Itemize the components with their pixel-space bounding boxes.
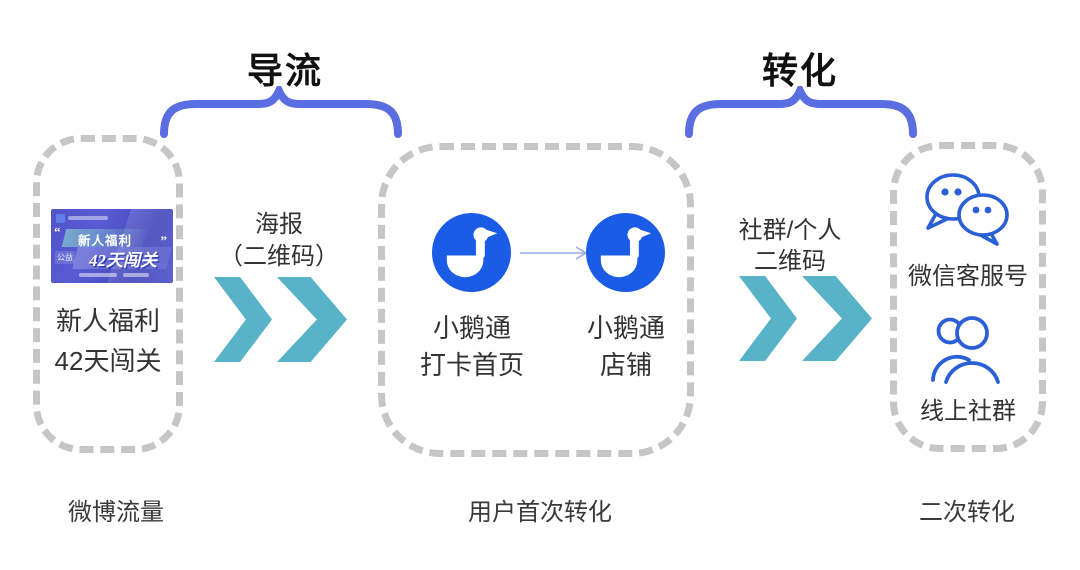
weibo-box-label: 新人福利 42天闯关	[36, 301, 180, 381]
wechat-icon	[925, 173, 1009, 246]
xiaoetong-store-label: 小鹅通 店铺	[551, 310, 701, 384]
banner-decor-bar	[68, 216, 108, 220]
weibo-label-line2: 42天闯关	[54, 346, 162, 376]
online-community-label: 线上社群	[920, 398, 1016, 425]
label-line: 店铺	[599, 350, 652, 380]
chevron-icon	[739, 276, 797, 361]
banner-tag: 公益	[55, 251, 75, 264]
forward-chevrons-icon	[214, 277, 347, 362]
caption-weibo-traffic: 微博流量	[68, 499, 164, 526]
xiaoetong-checkin-label: 小鹅通 打卡首页	[397, 310, 547, 384]
banner-quote-open: “	[54, 224, 61, 239]
weibo-campaign-banner: “ 新人福利 ” 公益 42天闯关	[51, 209, 173, 283]
forward-chevrons-icon	[739, 276, 872, 361]
chevron-icon	[802, 276, 872, 361]
xiaoetong-logo-icon	[586, 213, 665, 292]
banner-decor-bar	[79, 273, 117, 277]
label-line: 小鹅通	[586, 313, 665, 343]
arrow-right-icon	[520, 246, 588, 260]
caption-first-conversion: 用户首次转化	[468, 499, 612, 526]
poster-label-line2: （二维码）	[219, 243, 339, 270]
banner-logo-icon	[56, 214, 65, 223]
stage-title-conversion: 转化	[761, 50, 838, 91]
curly-brace-icon	[685, 86, 917, 138]
chevron-icon	[277, 277, 347, 362]
banner-decor-bar	[123, 273, 149, 277]
poster-qrcode-label: 海报 （二维码）	[203, 209, 355, 273]
curly-brace-icon	[160, 86, 402, 138]
wechat-service-label: 微信客服号	[908, 263, 1028, 290]
banner-headline: 新人福利	[77, 234, 132, 248]
user-group-icon	[931, 316, 1000, 384]
label-line: 打卡首页	[419, 350, 524, 380]
banner-big-text: 42天闯关	[89, 251, 157, 270]
xiaoetong-logo-icon	[432, 213, 511, 292]
stage-box-weibo	[33, 135, 183, 453]
qrcode-label-line2: 二维码	[754, 248, 826, 275]
poster-label-line1: 海报	[255, 211, 303, 238]
banner-quote-close: ”	[160, 233, 168, 248]
stage-box-wechat	[890, 142, 1046, 452]
caption-secondary-conversion: 二次转化	[919, 499, 1015, 526]
qrcode-label-line1: 社群/个人	[738, 217, 842, 244]
weibo-label-line1: 新人福利	[55, 306, 160, 336]
community-qrcode-label: 社群/个人 二维码	[715, 215, 865, 277]
label-line: 小鹅通	[432, 313, 511, 343]
stage-title-diversion: 导流	[246, 50, 323, 91]
stage-box-xiaoetong	[378, 143, 694, 457]
chevron-icon	[214, 277, 272, 362]
